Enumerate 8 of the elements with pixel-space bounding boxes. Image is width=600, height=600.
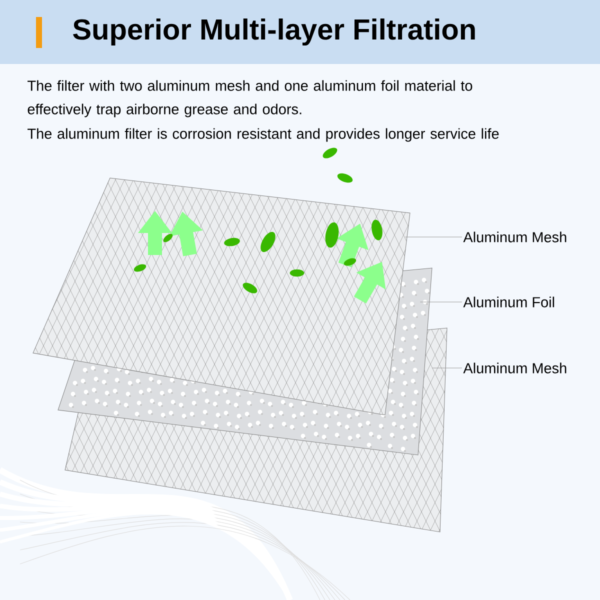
description-text: The filter with two aluminum mesh and one aluminum foil material to effectively trap airborne grease and odors. xyxy=(28,80,472,118)
part-label: Aluminum Mesh xyxy=(463,232,566,242)
title: Superior Multi-layer Filtration xyxy=(73,18,475,46)
filter-layer-drawing xyxy=(32,178,410,416)
part-label: Aluminum Foil xyxy=(463,296,554,308)
description-text: The aluminum filter is corrosion resistant and provides longer service life xyxy=(28,128,499,142)
leader-line xyxy=(404,236,462,238)
part-label: Aluminum Mesh xyxy=(463,362,566,374)
